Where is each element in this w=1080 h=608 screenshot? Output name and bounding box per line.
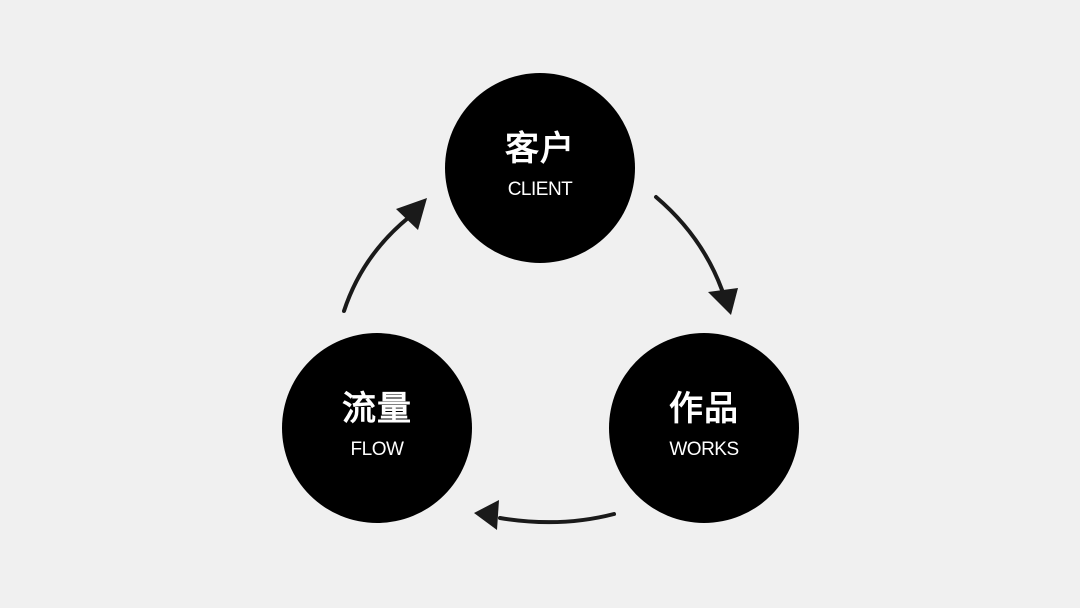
arrow-flow-to-client [342, 198, 427, 313]
node-flow-title: 流量 [342, 389, 412, 429]
node-client-subtitle: CLIENT [507, 179, 573, 200]
node-client-title: 客户 [505, 129, 575, 169]
arrow-works-to-flow [474, 500, 616, 530]
node-flow-subtitle: FLOW [350, 439, 404, 460]
arrowhead-client-to-works [708, 288, 738, 315]
node-flow: 流量 FLOW [282, 333, 472, 523]
arrow-client-to-works [654, 195, 738, 315]
node-works-title: 作品 [669, 389, 739, 429]
node-works-subtitle: WORKS [669, 439, 739, 460]
node-works: 作品 WORKS [609, 333, 799, 523]
arrowhead-flow-to-client [396, 198, 427, 230]
arrowhead-works-to-flow [474, 500, 499, 530]
node-client: 客户 CLIENT [445, 73, 635, 263]
